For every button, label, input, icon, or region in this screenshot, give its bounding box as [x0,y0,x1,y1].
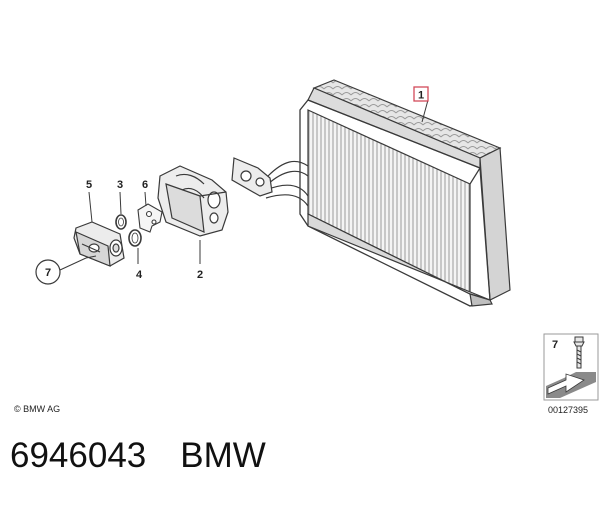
callout-label-part4: 4 [136,269,143,281]
callout-label-part2: 2 [197,269,203,281]
part-number: 6946043 [10,436,147,475]
o-ring-part4 [128,229,142,247]
refrigerant-pipes [231,157,309,207]
pipe-flange [231,157,273,197]
legend-box: 7 [543,333,599,401]
evaporator [299,79,511,307]
expansion-valve-part5 [73,221,125,267]
o-ring-part3 [115,214,127,230]
document-number: 00127395 [548,405,589,415]
legend-item-number: 7 [552,339,558,351]
callout-box-part1 [413,86,429,102]
callout-label-part7: 7 [45,267,51,279]
brand-name: BMW [180,436,266,475]
expansion-valve-block-part2 [157,165,229,237]
callout-label-part3: 3 [117,179,123,191]
arrow-icon [546,372,596,398]
callout-circle-part7 [35,259,61,285]
callout-label-part1: 1 [418,90,424,102]
gasket-part6 [137,203,163,233]
callout-label-part5: 5 [86,179,92,191]
screw-icon [573,336,585,369]
leader-lines [59,99,429,271]
copyright-notice: © BMW AG [14,404,61,414]
callout-label-part6: 6 [142,179,148,191]
footer-caption: 6946043 BMW [10,436,266,476]
